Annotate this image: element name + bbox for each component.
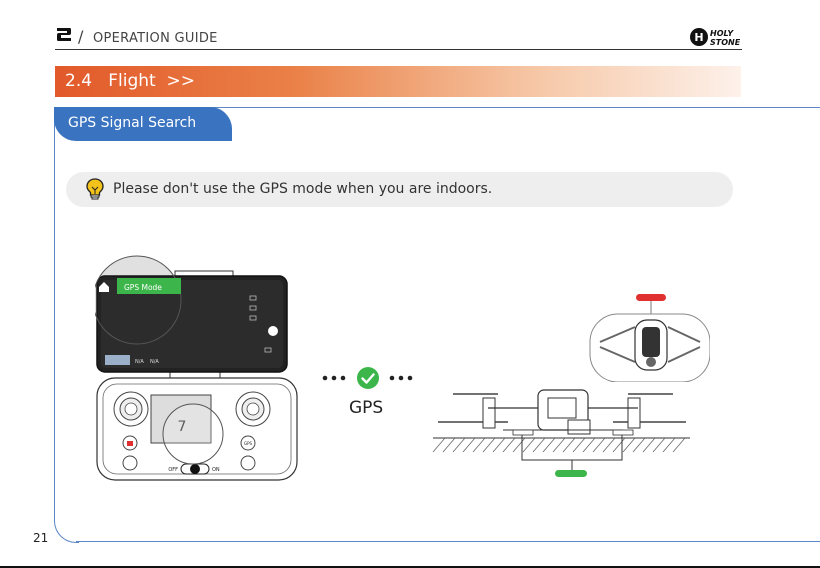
header-separator: / (78, 27, 83, 46)
svg-text:STONE: STONE (710, 38, 741, 47)
frame-left-line (54, 107, 55, 520)
dots-right-icon (388, 370, 416, 386)
svg-text:H: H (694, 31, 703, 44)
subsection-tab-label: GPS Signal Search (68, 115, 196, 131)
status-right: N/A (150, 359, 159, 365)
red-marker (636, 294, 666, 301)
chapter-number-icon (55, 25, 73, 43)
drone-side-illustration (428, 380, 693, 480)
green-marker (555, 470, 587, 477)
switch-off-label: OFF (168, 467, 178, 473)
frame-bottom-line (76, 541, 820, 542)
frame-corner (54, 505, 79, 543)
header-rule (55, 49, 742, 50)
switch-on-label: ON (212, 467, 220, 473)
brand-logo: H HOLY STONE (690, 26, 744, 48)
check-icon (356, 366, 380, 390)
gps-button-label: GPS (244, 441, 253, 446)
section-title: 2.4 Flight >> (65, 71, 195, 91)
svg-text:HOLY: HOLY (710, 29, 734, 38)
controller-illustration: N/A N/A 7 GPS OFF ON GPS Mode (95, 240, 305, 490)
page-number: 21 (33, 531, 48, 545)
gps-label: GPS (349, 398, 383, 418)
gps-mode-label: GPS Mode (124, 283, 162, 292)
note-text: Please don't use the GPS mode when you a… (113, 181, 492, 197)
status-left: N/A (135, 359, 144, 365)
header-title: OPERATION GUIDE (93, 31, 218, 46)
drone-top-illustration (580, 292, 710, 382)
dots-left-icon (321, 370, 349, 386)
lightbulb-icon (85, 177, 105, 201)
